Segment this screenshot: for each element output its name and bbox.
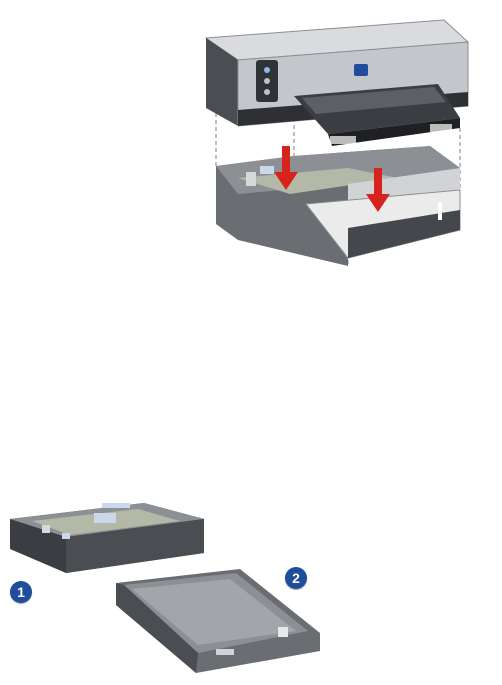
tray-components-illustration	[8, 495, 328, 685]
printer-body	[206, 20, 468, 146]
tray-components-drawing	[8, 495, 328, 685]
callout-badge-2: 2	[285, 567, 307, 589]
printer-tray-drawing	[198, 18, 478, 270]
base-unit	[10, 503, 204, 573]
callout-badge-1: 1	[10, 581, 32, 603]
tray-base	[216, 146, 460, 266]
printer-tray-illustration	[198, 18, 478, 270]
